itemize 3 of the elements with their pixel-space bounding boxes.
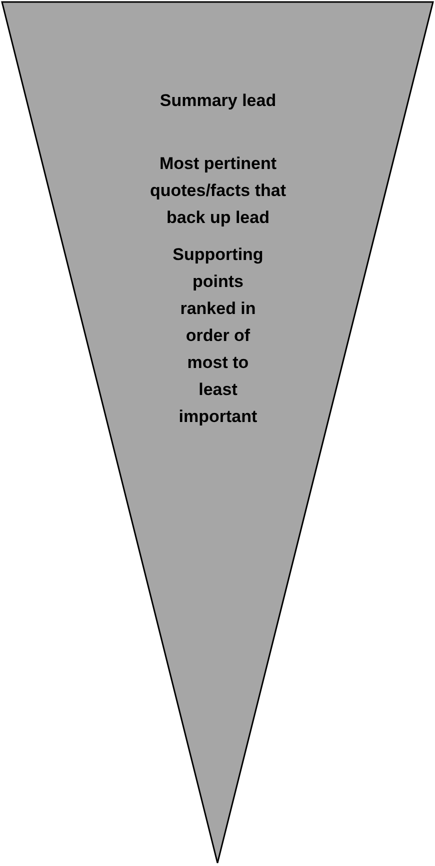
heading-text: Summary lead — [158, 90, 278, 112]
body-text: Most pertinent quotes/facts that back up lead — [148, 153, 288, 229]
body-text: Supporting points ranked in order of most to least important — [172, 244, 264, 428]
